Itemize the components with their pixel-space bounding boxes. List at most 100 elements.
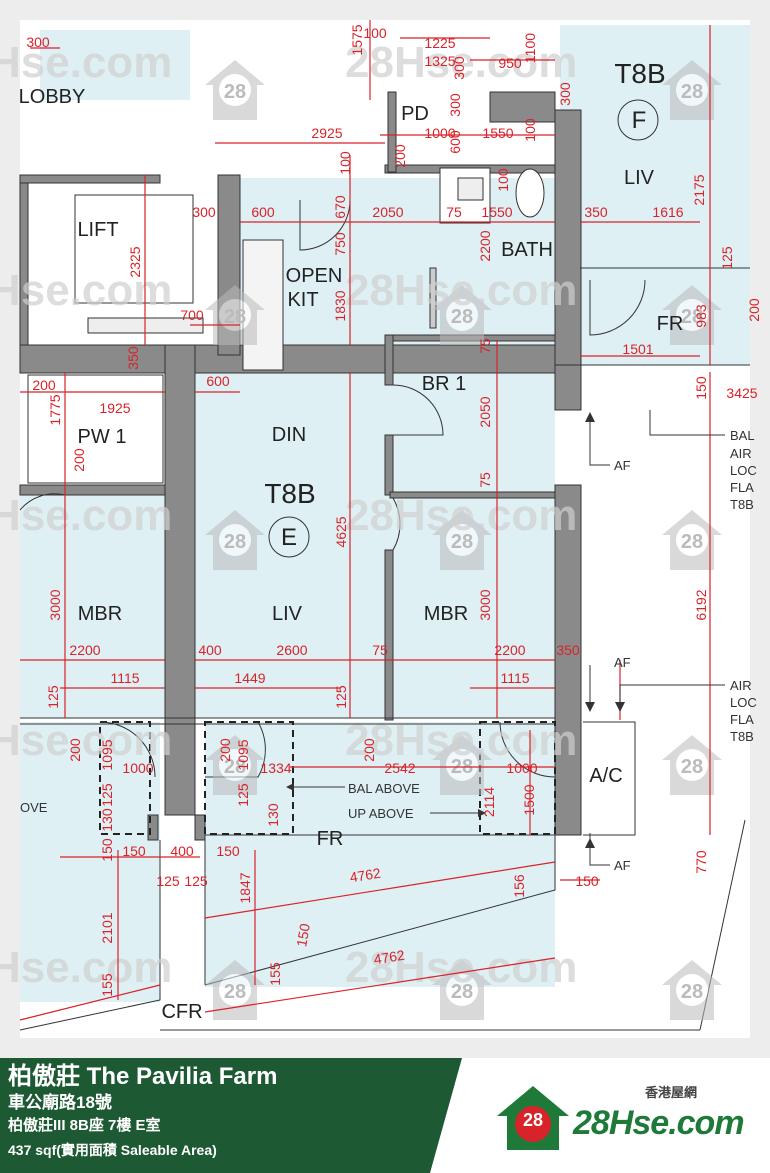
watermark-badge-label: 28: [224, 756, 246, 778]
annotation-right-6: AIR: [730, 678, 752, 693]
dim-1775: 1775: [47, 394, 63, 425]
floor-plan-drawing: 28 28 28 28 28 28 28 28 28 28 28 28 28 2…: [0, 20, 762, 1038]
annotation-right-3: LOC: [730, 463, 757, 478]
watermark-text: 28Hse.com: [345, 266, 577, 315]
dim-1830: 1830: [332, 290, 348, 321]
dim-1575: 1575: [349, 24, 365, 55]
annotation-right-2: AIR: [730, 446, 752, 461]
estate-title: 柏傲莊 The Pavilia Farm: [8, 1063, 278, 1090]
dim-2200-bath: 2200: [477, 230, 493, 261]
dim-100-top: 100: [363, 25, 387, 41]
dim-750: 750: [332, 232, 348, 256]
dimension-lines: [19, 20, 711, 1021]
dim-125-x: 125: [156, 873, 180, 889]
dim-150-b: 150: [575, 873, 599, 889]
room-labels: LOBBY LIFT PD OPEN KIT BATH BR 1 PW 1 DI…: [19, 58, 684, 1023]
brand-name: 28Hse.com: [573, 1104, 745, 1142]
dim-1115-r: 1115: [500, 670, 529, 686]
watermark-badge-label: 28: [224, 531, 246, 553]
dim-6192: 6192: [693, 589, 709, 620]
dim-4762-a: 4762: [349, 865, 382, 886]
dim-1000: 1000: [424, 125, 455, 141]
dim-770: 770: [693, 850, 709, 874]
dim-300-pd: 300: [447, 93, 463, 117]
watermark-text: 28Hse.com: [0, 38, 172, 87]
dim-1100: 1100: [522, 33, 538, 63]
dim-300-r: 300: [557, 82, 573, 106]
dim-400: 400: [198, 642, 222, 658]
listing-footer: 柏傲莊 The Pavilia Farm 車公廟路18號 柏傲莊III 8B座 …: [0, 1058, 770, 1173]
dim-1115-l: 1115: [110, 670, 139, 686]
room-label-open: OPEN: [286, 265, 343, 287]
watermark-text: 28Hse.com: [0, 943, 172, 992]
dim-1000-l: 1000: [122, 760, 153, 776]
dim-2101: 2101: [99, 912, 115, 943]
annotation-right-4: FLA: [730, 480, 754, 495]
room-label-kit: KIT: [287, 289, 318, 311]
dim-125-r: 125: [719, 246, 735, 270]
room-label-br1: BR 1: [422, 373, 466, 395]
room-label-liv: LIV: [272, 603, 303, 625]
dim-156: 156: [511, 874, 527, 898]
dim-300-k: 300: [192, 204, 216, 220]
room-label-ac: A/C: [589, 765, 622, 787]
neighbor-unit-letter: F: [632, 107, 647, 134]
neighbor-room-liv: LIV: [624, 167, 655, 189]
dim-100-bath: 100: [495, 168, 511, 192]
dim-4762-b: 4762: [373, 947, 406, 968]
annotation-bal-above: BAL ABOVE: [348, 781, 420, 796]
dim-1000-r: 1000: [506, 760, 537, 776]
house-icon: [497, 1086, 569, 1150]
footer-text-block: 柏傲莊 The Pavilia Farm 車公廟路18號 柏傲莊III 8B座 …: [8, 1062, 277, 1162]
brand-tagline: 香港屋網: [645, 1085, 698, 1100]
dim-1925: 1925: [99, 400, 130, 416]
brand-logo: 28 香港屋網 28Hse.com: [495, 1078, 745, 1158]
dim-2542: 2542: [384, 760, 415, 776]
dim-600-k: 600: [251, 204, 275, 220]
dim-125-y: 125: [184, 873, 208, 889]
dim-100-v: 100: [337, 151, 353, 175]
dim-150-l2: 150: [122, 843, 146, 859]
dim-700: 700: [180, 307, 204, 323]
footer-green-band: [0, 1058, 462, 1173]
window-lines: [19, 267, 750, 1031]
dim-2050-k: 2050: [372, 204, 403, 220]
watermark-text: 28Hse.com: [345, 491, 577, 540]
dim-150-c: 150: [216, 843, 240, 859]
door-swings: [19, 199, 646, 778]
annotation-right-9: T8B: [730, 729, 754, 744]
room-label-cfr: CFR: [161, 1001, 202, 1023]
dim-130-l: 130: [99, 808, 115, 832]
watermark-badge-label: 28: [681, 81, 703, 103]
dim-1225: 1225: [424, 35, 455, 51]
dim-1847: 1847: [237, 872, 253, 903]
watermark-badge-label: 28: [451, 981, 473, 1003]
neighbor-unit-label: T8B: [614, 58, 665, 89]
annotation-af-2: AF: [614, 655, 631, 670]
dim-200-pw: 200: [32, 377, 56, 393]
dim-4625: 4625: [333, 516, 349, 547]
dim-75-br: 75: [477, 338, 493, 354]
watermark-badge-label: 28: [681, 306, 703, 328]
dim-75-k: 75: [446, 204, 462, 220]
dim-155-l: 155: [99, 973, 115, 997]
watermark-text: 28Hse.com: [345, 38, 577, 87]
dim-1550-top: 1550: [482, 125, 513, 141]
dim-150-r: 150: [693, 376, 709, 400]
annotation-right-5: T8B: [730, 497, 754, 512]
annotation-right-8: FLA: [730, 712, 754, 727]
watermark-badge-label: 28: [224, 306, 246, 328]
dim-600-din: 600: [206, 373, 230, 389]
unit-letter-circle: [268, 516, 310, 558]
annotation-right-7: LOC: [730, 695, 757, 710]
dim-350-v: 350: [125, 346, 141, 370]
dimension-labels: 300 1575 100 1225 1325 300 950 1100 300 …: [26, 24, 762, 996]
dim-200-r: 200: [746, 298, 762, 322]
dim-125-l: 125: [45, 685, 61, 709]
dim-200-v: 200: [392, 144, 408, 168]
dim-100-pd: 100: [522, 118, 538, 142]
watermark-badge-label: 28: [451, 531, 473, 553]
dim-125-a: 125: [99, 783, 115, 807]
annotation-af-3: AF: [614, 858, 631, 873]
dim-75-m: 75: [372, 642, 388, 658]
